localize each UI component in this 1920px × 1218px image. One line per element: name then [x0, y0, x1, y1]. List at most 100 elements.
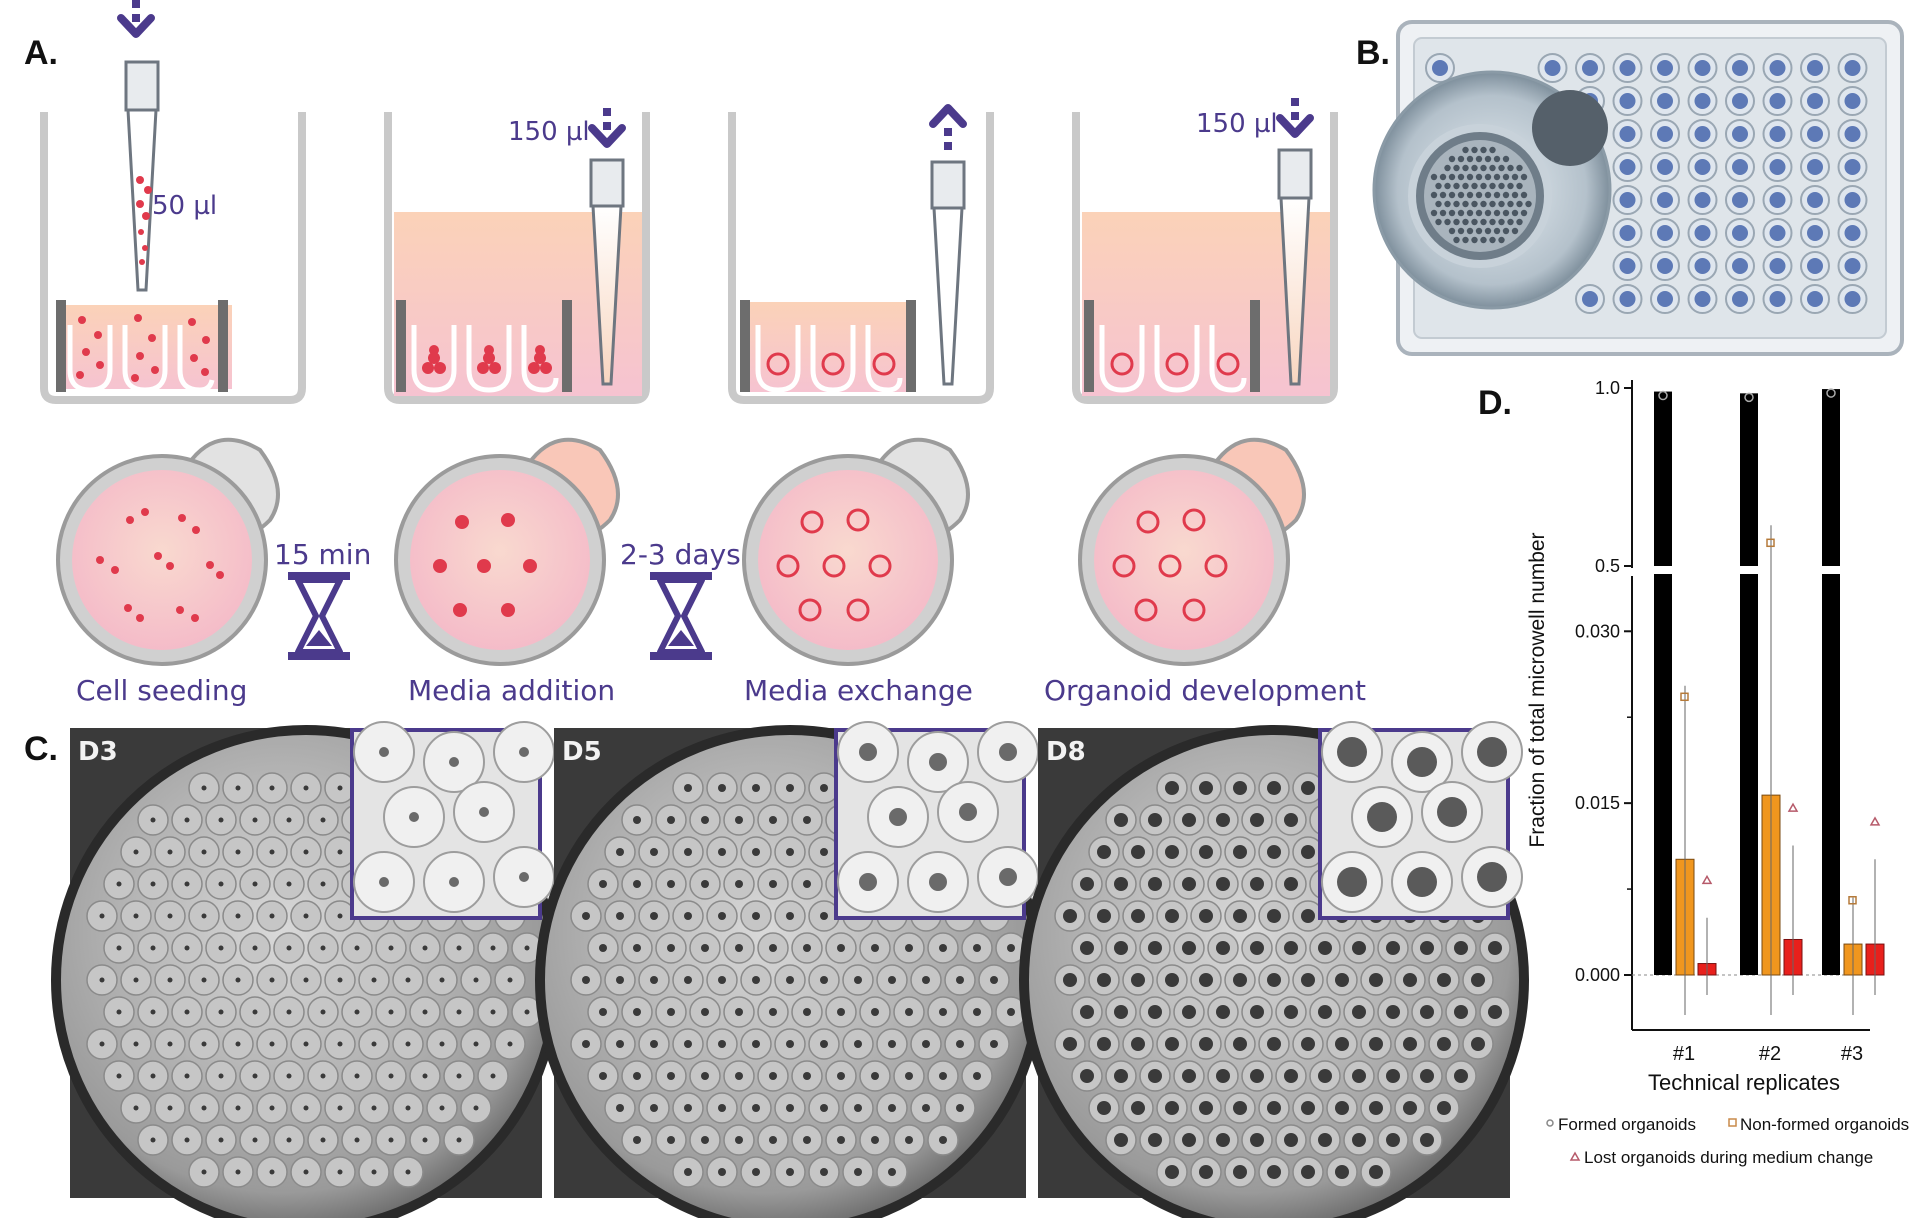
lens-microwell: [1466, 173, 1474, 181]
organoid: [422, 1009, 428, 1015]
organoid: [684, 1104, 692, 1112]
organoid: [439, 977, 445, 983]
organoid: [1114, 941, 1128, 955]
organoid: [1165, 845, 1179, 859]
organoid: [1097, 845, 1111, 859]
inset-organoid: [859, 743, 877, 761]
organoid: [1148, 1133, 1162, 1147]
organoid: [388, 1073, 394, 1079]
lens-microwell: [1489, 218, 1496, 226]
organoid: [1369, 1101, 1383, 1115]
organoid: [820, 912, 828, 920]
dish-cell-seeding: [56, 437, 280, 666]
organoid: [1488, 1005, 1502, 1019]
lens-microwell: [1475, 173, 1483, 181]
organoid: [1165, 1037, 1179, 1051]
lens-microwell: [1507, 200, 1514, 208]
organoid: [184, 945, 190, 951]
lens-microwell: [1489, 182, 1496, 190]
organoid: [1454, 941, 1468, 955]
organoid: [1131, 1101, 1145, 1115]
plate-well-bottom: [1619, 159, 1636, 175]
organoid: [1250, 1069, 1264, 1083]
organoid: [1199, 845, 1213, 859]
organoid: [303, 785, 309, 791]
organoid: [1318, 1133, 1332, 1147]
organoid: [218, 945, 224, 951]
lens-microwell: [1480, 182, 1487, 190]
lens-microwell: [1439, 191, 1447, 199]
organoid: [422, 1073, 428, 1079]
organoid: [286, 1009, 292, 1015]
organoid: [735, 1008, 743, 1016]
organoid: [718, 1168, 726, 1176]
organoid: [1352, 941, 1366, 955]
hourglass-icon: [650, 572, 712, 660]
lens-microwell: [1448, 209, 1456, 217]
organoid: [1301, 1165, 1315, 1179]
organoid: [1063, 1037, 1077, 1051]
organoid: [337, 913, 343, 919]
lens-microwell: [1439, 173, 1447, 181]
lens-microwell: [1466, 155, 1474, 163]
organoid: [735, 1136, 743, 1144]
organoid: [150, 945, 156, 951]
organoid: [1182, 877, 1196, 891]
lens-microwell: [1435, 200, 1442, 208]
lens-microwell: [1475, 191, 1483, 199]
organoid: [854, 1104, 862, 1112]
organoid: [820, 784, 828, 792]
bar-formed-lower: [1654, 574, 1672, 975]
organoid: [701, 880, 709, 888]
inset-organoid: [379, 747, 389, 757]
bar-formed-upper: [1740, 393, 1758, 566]
inset-organoid: [519, 747, 529, 757]
organoid: [456, 1009, 462, 1015]
organoid: [184, 1137, 190, 1143]
organoid: [1386, 1069, 1400, 1083]
legend-lost: Lost organoids during medium change: [1584, 1148, 1873, 1167]
organoid: [150, 817, 156, 823]
day-label-d8: D8: [1046, 737, 1086, 767]
organoid: [320, 1009, 326, 1015]
plate-well-bottom: [1769, 159, 1786, 175]
hourglass-icon: [288, 572, 350, 660]
organoid: [167, 1105, 173, 1111]
organoid: [354, 1137, 360, 1143]
lens-microwell: [1448, 191, 1456, 199]
organoid: [1216, 813, 1230, 827]
organoid: [1063, 909, 1077, 923]
inset-organoid: [1337, 737, 1367, 767]
organoid: [905, 1136, 913, 1144]
organoid: [871, 1072, 879, 1080]
lens-microwell: [1453, 182, 1460, 190]
organoid: [133, 977, 139, 983]
organoid: [371, 977, 377, 983]
organoid: [218, 817, 224, 823]
plate-well-bottom: [1807, 225, 1823, 241]
organoid: [1131, 1037, 1145, 1051]
lens-microwell: [1493, 191, 1501, 199]
lens-microwell: [1448, 173, 1456, 181]
panel-label-c: C.: [24, 730, 58, 768]
organoid: [1199, 1037, 1213, 1051]
lens-microwell: [1471, 218, 1478, 226]
inset-organoid: [859, 873, 877, 891]
organoid: [473, 977, 479, 983]
organoid: [786, 1040, 794, 1048]
lens-microwell: [1516, 200, 1523, 208]
organoid: [218, 1137, 224, 1143]
organoid: [582, 912, 590, 920]
organoid: [650, 848, 658, 856]
plate-well-bottom: [1694, 159, 1711, 175]
organoid: [1080, 1005, 1094, 1019]
organoid: [1420, 1005, 1434, 1019]
volume-label-development: 150 µl: [1196, 109, 1278, 139]
lens-microwell: [1457, 155, 1465, 163]
y-tick-label: 0.015: [1575, 793, 1620, 813]
plate-well-bottom: [1844, 93, 1861, 109]
aspirate-arrow-icon: [929, 104, 967, 150]
organoid: [667, 1072, 675, 1080]
lens-microwell: [1475, 209, 1483, 217]
